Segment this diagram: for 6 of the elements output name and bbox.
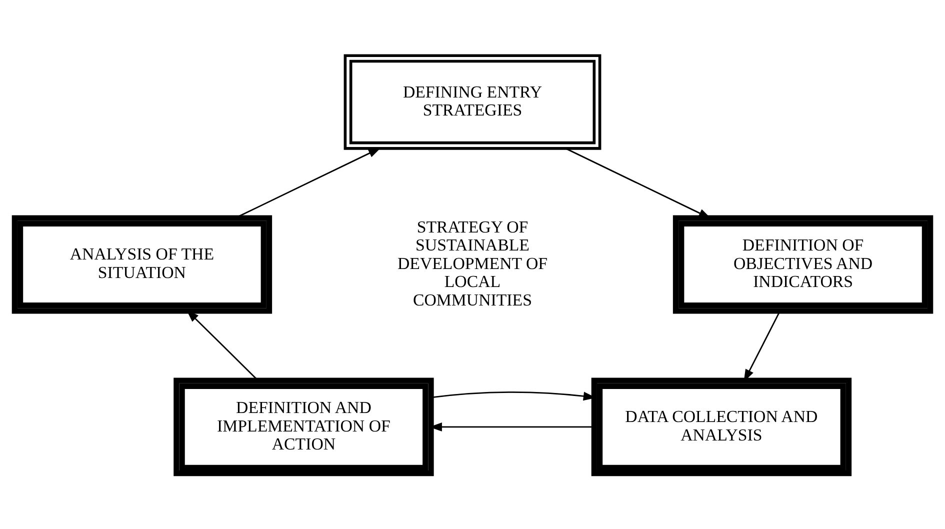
node-box: DATA COLLECTION AND ANALYSIS bbox=[591, 378, 852, 476]
node-box: DEFINING ENTRY STRATEGIES bbox=[344, 54, 602, 150]
label: STRATEGY OF SUSTAINABLE DEVELOPMENT OF LOCAL COMMUNITIES bbox=[397, 217, 548, 310]
node-box: DEFINITION OF OBJECTIVES AND INDICATORS bbox=[672, 215, 934, 314]
node-box: ANALYSIS OF THE SITUATION bbox=[12, 215, 272, 314]
node-box: DEFINITION AND IMPLEMENTATION OF ACTION bbox=[174, 378, 434, 476]
